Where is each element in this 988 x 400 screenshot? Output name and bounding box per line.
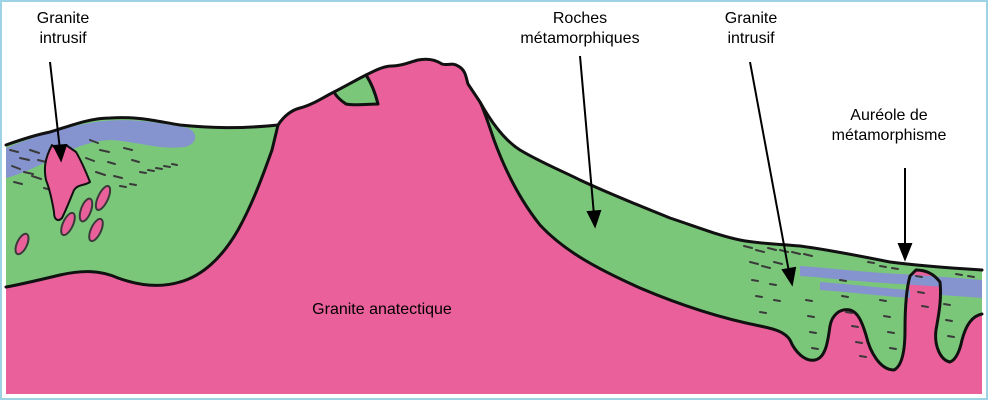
- label-aureole-line1: Auréole de: [794, 106, 984, 126]
- label-granite-intrusif-right-line1: Granite: [706, 9, 796, 29]
- label-roches-line1: Roches: [495, 9, 665, 29]
- leader-granite-right: [750, 62, 789, 272]
- label-granite-intrusif-left-line2: intrusif: [18, 29, 108, 49]
- label-granite-intrusif-left: Granite intrusif: [18, 9, 108, 49]
- label-aureole-metamorphisme: Auréole de métamorphisme: [794, 106, 984, 146]
- label-granite-intrusif-right: Granite intrusif: [706, 9, 796, 49]
- label-aureole-line2: métamorphisme: [794, 126, 984, 146]
- label-granite-intrusif-left-line1: Granite: [18, 9, 108, 29]
- label-granite-intrusif-right-line2: intrusif: [706, 29, 796, 49]
- label-granite-anatectique: Granite anatectique: [262, 300, 502, 320]
- label-roches-metamorphiques: Roches métamorphiques: [495, 9, 665, 49]
- label-roches-line2: métamorphiques: [495, 29, 665, 49]
- arrowhead-aureole: [899, 244, 911, 259]
